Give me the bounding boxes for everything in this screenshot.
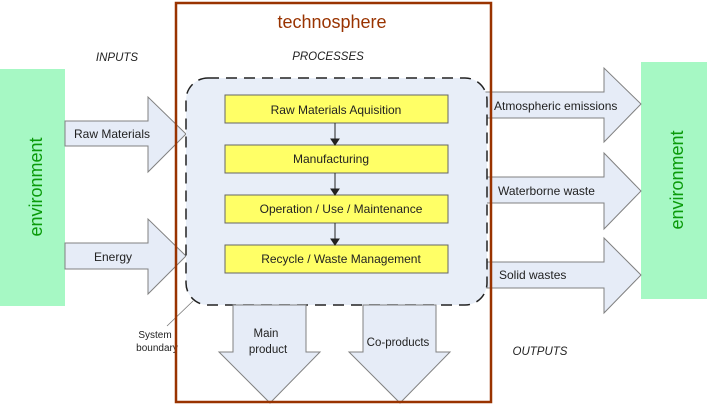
technosphere-boundary bbox=[174, 1, 493, 404]
environment-right-box bbox=[641, 62, 707, 299]
environment-left-label: environment bbox=[26, 137, 46, 236]
technosphere-title: technosphere bbox=[277, 12, 386, 32]
process-step-manufacturing: Manufacturing bbox=[224, 144, 449, 174]
process-label: Raw Materials Aquisition bbox=[271, 103, 402, 117]
output-label-main-product-line2: product bbox=[249, 344, 288, 356]
process-step-raw-materials-aquisition: Raw Materials Aquisition bbox=[224, 94, 449, 124]
output-label-atmospheric: Atmospheric emissions bbox=[494, 99, 617, 113]
output-arrow-atmospheric bbox=[483, 66, 642, 144]
output-label-co-products: Co-products bbox=[367, 337, 430, 349]
system-boundary-label-line2: boundary bbox=[136, 343, 178, 354]
output-label-waterborne: Waterborne waste bbox=[498, 184, 595, 198]
process-label: Recycle / Waste Management bbox=[261, 252, 421, 266]
outputs-heading: OUTPUTS bbox=[513, 346, 568, 358]
environment-left-box bbox=[0, 69, 65, 306]
processes-heading: PROCESSES bbox=[292, 51, 364, 63]
process-label: Manufacturing bbox=[293, 152, 369, 166]
system-boundary-label-line1: System bbox=[138, 330, 171, 341]
output-label-main-product-line1: Main bbox=[254, 328, 279, 340]
output-arrow-waterborne bbox=[483, 151, 642, 231]
process-step-operation-use-maintenance: Operation / Use / Maintenance bbox=[224, 194, 449, 224]
output-arrow-co-products bbox=[347, 304, 452, 404]
input-arrow-energy bbox=[64, 217, 187, 296]
inputs-heading: INPUTS bbox=[96, 52, 139, 64]
system-boundary-pointer bbox=[166, 300, 194, 327]
process-step-recycle-waste-management: Recycle / Waste Management bbox=[224, 244, 449, 274]
output-arrow-main-product bbox=[217, 304, 322, 404]
output-arrow-solid bbox=[483, 236, 642, 315]
input-label-energy: Energy bbox=[94, 250, 132, 264]
input-label-raw-materials: Raw Materials bbox=[74, 127, 150, 141]
process-label: Operation / Use / Maintenance bbox=[260, 202, 423, 216]
process-connectors bbox=[330, 123, 340, 246]
output-label-solid: Solid wastes bbox=[499, 268, 566, 282]
input-arrow-raw-materials bbox=[64, 95, 187, 174]
environment-right-label: environment bbox=[667, 130, 687, 229]
